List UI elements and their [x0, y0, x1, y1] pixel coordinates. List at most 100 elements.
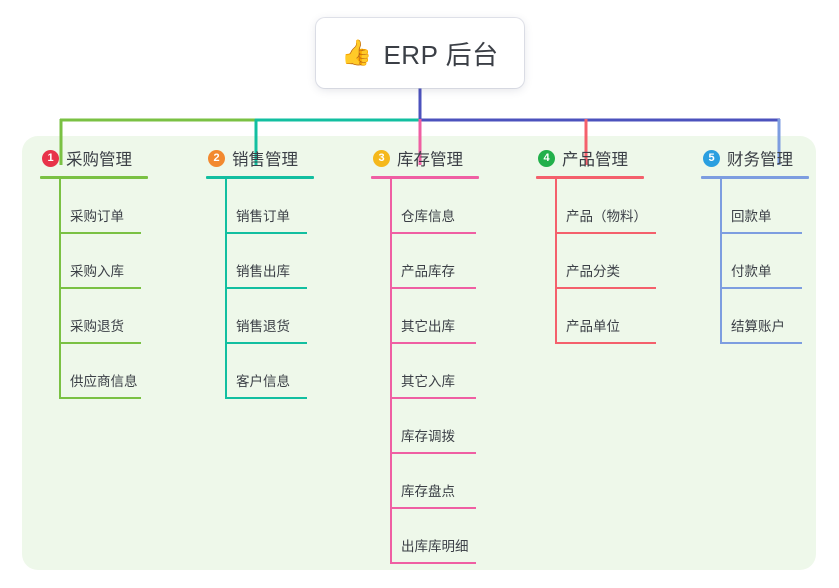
branch-title: 采购管理 [66, 151, 132, 169]
leaf-item-label: 结算账户 [731, 319, 785, 334]
leaf-item[interactable]: 库存盘点 [371, 454, 479, 509]
leaf-item-label: 采购入库 [70, 264, 124, 279]
branches-panel [22, 136, 816, 570]
leaf-item-rule [225, 397, 307, 399]
branch-leaf-list: 产品（物料） 产品分类产品单位 [536, 179, 656, 344]
leaf-item-rule [390, 397, 476, 399]
leaf-item[interactable]: 客户信息 [206, 344, 314, 399]
leaf-item-rule [225, 232, 307, 234]
leaf-item[interactable]: 产品单位 [536, 289, 656, 344]
leaf-item-label: 销售退货 [236, 319, 290, 334]
branch-title: 产品管理 [562, 151, 628, 169]
leaf-item[interactable]: 产品（物料） [536, 179, 656, 234]
leaf-item-rule [225, 342, 307, 344]
branch-leaf-list: 仓库信息产品库存其它出库其它入库库存调拨库存盘点出库库明细 [371, 179, 479, 564]
branch-underline [371, 176, 479, 179]
branch-title: 销售管理 [232, 151, 298, 169]
leaf-item-rule [555, 342, 656, 344]
leaf-item-rule [59, 232, 141, 234]
branch-header[interactable]: 2 销售管理 [206, 146, 314, 170]
root-title: ERP 后台 [383, 39, 499, 70]
leaf-item-label: 产品库存 [401, 264, 455, 279]
leaf-item[interactable]: 采购订单 [40, 179, 148, 234]
leaf-item-rule [390, 287, 476, 289]
leaf-item[interactable]: 供应商信息 [40, 344, 148, 399]
leaf-item-rule [59, 342, 141, 344]
root-node[interactable]: 👍 ERP 后台 [316, 18, 524, 88]
leaf-item[interactable]: 采购退货 [40, 289, 148, 344]
leaf-item-label: 供应商信息 [70, 374, 138, 389]
branch-column: 5 财务管理回款单付款单结算账户 [701, 146, 809, 344]
leaf-item-label: 回款单 [731, 209, 772, 224]
branch-leaf-list: 销售订单销售出库销售退货客户信息 [206, 179, 314, 399]
thumbs-up-icon: 👍 [341, 38, 373, 67]
leaf-item-label: 产品单位 [566, 319, 620, 334]
branch-number-badge: 4 [538, 149, 555, 167]
leaf-item-label: 仓库信息 [401, 209, 455, 224]
branch-title: 财务管理 [727, 151, 793, 169]
branch-column: 2 销售管理销售订单销售出库销售退货客户信息 [206, 146, 314, 399]
branch-column: 1 采购管理采购订单采购入库采购退货供应商信息 [40, 146, 148, 399]
leaf-item-rule [59, 287, 141, 289]
leaf-item[interactable]: 产品分类 [536, 234, 656, 289]
branch-spine [59, 179, 61, 399]
branch-header[interactable]: 3 库存管理 [371, 146, 479, 170]
leaf-item-label: 其它出库 [401, 319, 455, 334]
leaf-item-label: 采购订单 [70, 209, 124, 224]
leaf-item[interactable]: 出库库明细 [371, 509, 479, 564]
branch-leaf-list: 回款单付款单结算账户 [701, 179, 809, 344]
branch-number-badge: 1 [42, 149, 59, 167]
leaf-item[interactable]: 销售出库 [206, 234, 314, 289]
branch-spine [225, 179, 227, 399]
branch-spine [555, 179, 557, 344]
branch-header[interactable]: 4 产品管理 [536, 146, 644, 170]
leaf-item[interactable]: 结算账户 [701, 289, 809, 344]
branch-spine [720, 179, 722, 344]
branch-underline [536, 176, 644, 179]
leaf-item[interactable]: 回款单 [701, 179, 809, 234]
leaf-item[interactable]: 库存调拨 [371, 399, 479, 454]
branch-number-badge: 2 [208, 149, 225, 167]
branch-underline [701, 176, 809, 179]
leaf-item-label: 产品分类 [566, 264, 620, 279]
branch-column: 3 库存管理仓库信息产品库存其它出库其它入库库存调拨库存盘点出库库明细 [371, 146, 479, 564]
leaf-item-rule [59, 397, 141, 399]
branch-header[interactable]: 1 采购管理 [40, 146, 148, 170]
leaf-item-rule [555, 287, 656, 289]
leaf-item-label: 其它入库 [401, 374, 455, 389]
leaf-item[interactable]: 产品库存 [371, 234, 479, 289]
branch-number-badge: 5 [703, 149, 720, 167]
leaf-item[interactable]: 付款单 [701, 234, 809, 289]
leaf-item-label: 销售出库 [236, 264, 290, 279]
leaf-item[interactable]: 采购入库 [40, 234, 148, 289]
leaf-item[interactable]: 销售订单 [206, 179, 314, 234]
leaf-item[interactable]: 仓库信息 [371, 179, 479, 234]
branch-number-badge: 3 [373, 149, 390, 167]
leaf-item-rule [390, 232, 476, 234]
leaf-item-rule [390, 342, 476, 344]
branch-title: 库存管理 [397, 151, 463, 169]
leaf-item-rule [555, 232, 656, 234]
leaf-item-label: 付款单 [731, 264, 772, 279]
leaf-item[interactable]: 其它入库 [371, 344, 479, 399]
root-node-content: 👍 ERP 后台 [341, 35, 498, 72]
branch-leaf-list: 采购订单采购入库采购退货供应商信息 [40, 179, 148, 399]
leaf-item-label: 客户信息 [236, 374, 290, 389]
leaf-item-rule [720, 232, 802, 234]
leaf-item[interactable]: 销售退货 [206, 289, 314, 344]
branch-header[interactable]: 5 财务管理 [701, 146, 809, 170]
leaf-item-label: 采购退货 [70, 319, 124, 334]
leaf-item-rule [390, 452, 476, 454]
leaf-item-rule [720, 287, 802, 289]
leaf-item-rule [390, 507, 476, 509]
leaf-item-rule [225, 287, 307, 289]
leaf-item-rule [720, 342, 802, 344]
branch-underline [40, 176, 148, 179]
branch-underline [206, 176, 314, 179]
leaf-item[interactable]: 其它出库 [371, 289, 479, 344]
leaf-item-label: 库存盘点 [401, 484, 455, 499]
branch-spine [390, 179, 392, 564]
leaf-item-rule [390, 562, 476, 564]
leaf-item-label: 库存调拨 [401, 429, 455, 444]
